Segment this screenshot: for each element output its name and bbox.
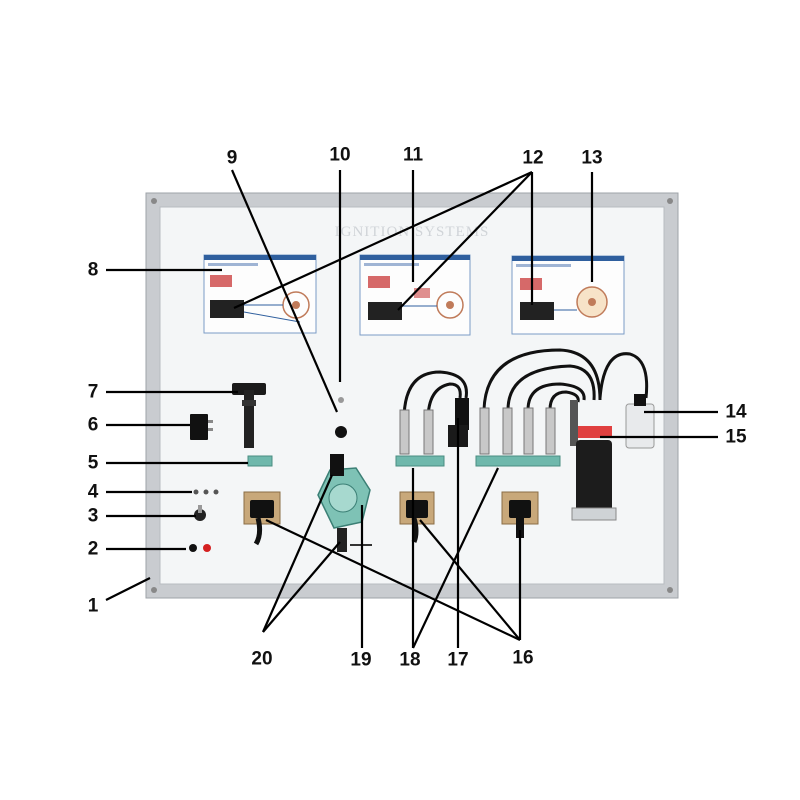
- key-switch: [194, 505, 206, 521]
- teal-mount-plate: [247, 455, 273, 467]
- callout-9: 9: [226, 147, 238, 169]
- distributor: [317, 454, 372, 552]
- ignition-coil-cylinder: [570, 352, 655, 521]
- callout-19: 19: [350, 649, 372, 671]
- push-button: [335, 426, 347, 438]
- callout-10: 10: [329, 144, 351, 166]
- wiring-diagram-center: [359, 254, 471, 336]
- callout-14: 14: [725, 401, 747, 423]
- callout-15: 15: [725, 426, 747, 448]
- wiring-diagram-right: [511, 255, 625, 335]
- callout-2: 2: [87, 538, 99, 560]
- connector-left: [243, 491, 281, 546]
- callout-4: 4: [87, 481, 99, 503]
- terminal-strip: [193, 489, 219, 495]
- callout-16: 16: [512, 647, 534, 669]
- connector-center: [399, 491, 435, 543]
- callout-3: 3: [87, 505, 99, 527]
- indicator-lamp: [338, 397, 344, 403]
- power-terminals: [189, 544, 211, 552]
- callout-20: 20: [251, 648, 273, 670]
- callout-18: 18: [399, 649, 421, 671]
- spark-plugs-pair: [395, 370, 469, 467]
- callout-13: 13: [581, 147, 603, 169]
- callout-8: 8: [87, 259, 99, 281]
- panel-title: IGNITION SYSTEMS: [335, 224, 490, 240]
- spark-plugs-set: [475, 348, 602, 467]
- callout-12: 12: [522, 147, 544, 169]
- callout-leader-lines: [105, 169, 718, 649]
- rocker-switch: [190, 414, 213, 440]
- callout-7: 7: [87, 381, 99, 403]
- connector-right: [501, 491, 539, 538]
- callout-11: 11: [402, 144, 424, 166]
- callout-1: 1: [87, 595, 99, 617]
- callout-5: 5: [87, 452, 99, 474]
- ignition-coil-module: [232, 383, 266, 448]
- wiring-diagram-left: [203, 254, 317, 334]
- callout-17: 17: [447, 649, 469, 671]
- callout-6: 6: [87, 414, 99, 436]
